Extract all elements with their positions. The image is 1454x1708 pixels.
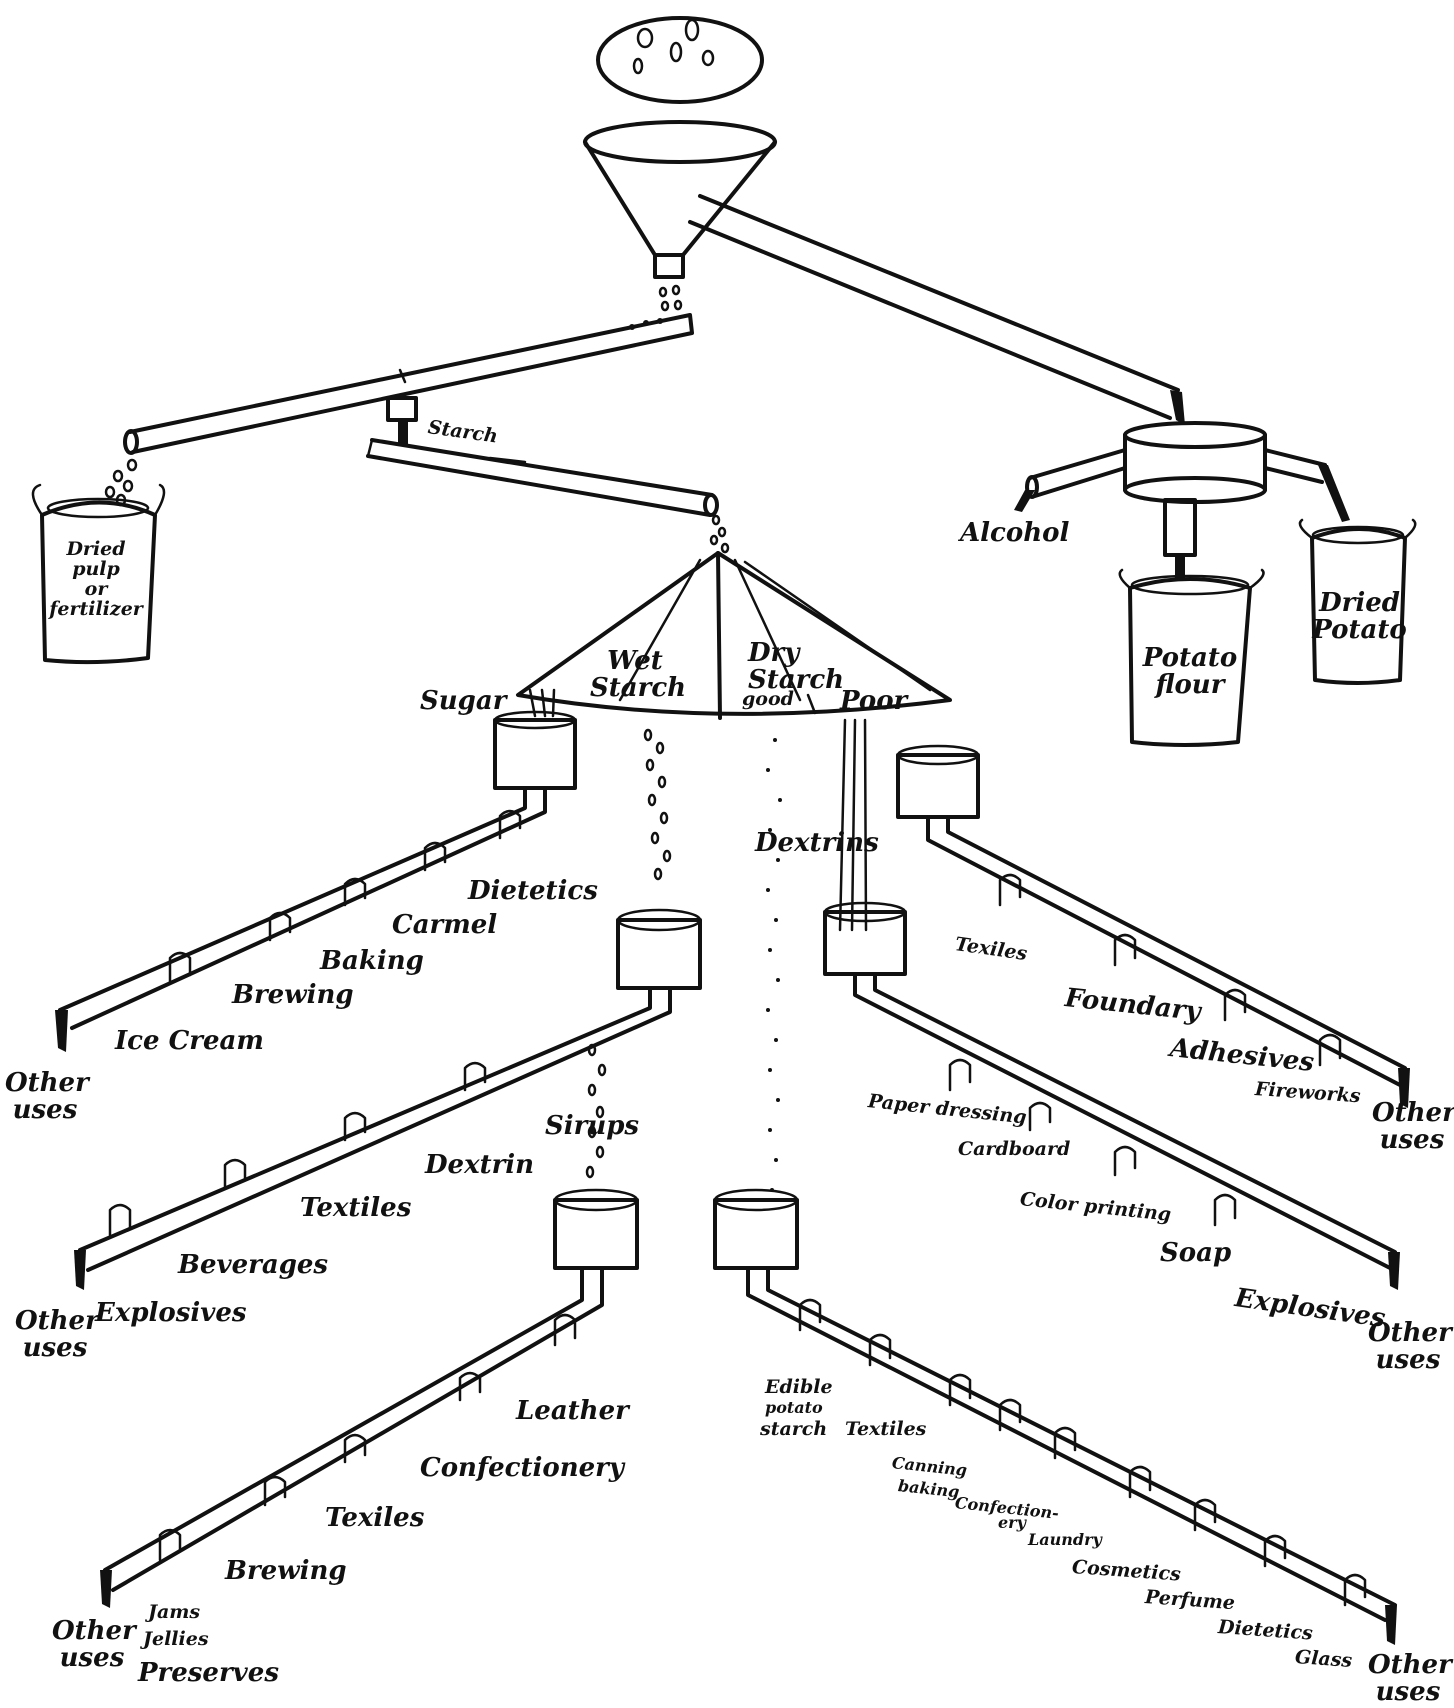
dried-pulp-bag-icon	[31, 483, 166, 665]
dry-starch-line-1: Dry	[748, 638, 800, 668]
dextrin-pipe	[823, 901, 1400, 1290]
branch-stubs	[108, 809, 1367, 1607]
dried-pulp-line-4: fertilizer	[49, 597, 143, 620]
other-line-4: Other	[1368, 1318, 1452, 1348]
dried-pulp-line-1: Dried	[66, 538, 126, 560]
other-line-2: Other	[15, 1306, 99, 1336]
starch-chute	[366, 396, 719, 517]
sugar-use-dietetics: Dietetics	[468, 876, 598, 906]
wet-use-beverages: Beverages	[178, 1250, 329, 1280]
sirup-use-brewing: Brewing	[225, 1556, 347, 1586]
uses-line-3: uses	[59, 1643, 125, 1674]
potato-flour-line-1: Potato	[1142, 643, 1238, 673]
poor-starch-pipe	[896, 744, 1410, 1108]
edible-use-edible: Edible	[765, 1376, 833, 1398]
pipe-to-processor	[688, 194, 1185, 425]
sirup-other-uses: Other uses	[52, 1616, 136, 1674]
uses-line-5: uses	[1379, 1125, 1445, 1156]
dried-pulp-line-2: pulp	[72, 557, 120, 580]
dextrins-label: Dextrins	[755, 828, 879, 858]
other-line-1: Other	[5, 1068, 89, 1098]
dried-pulp-line-3: or	[84, 577, 108, 600]
funnel-icon	[583, 120, 777, 279]
dried-potato-line-2: Potato	[1312, 615, 1407, 646]
sugar-use-baking: Baking	[320, 946, 424, 976]
sirup-drops	[585, 1043, 607, 1179]
dried-potato-label: Dried Potato	[1312, 588, 1407, 646]
wet-use-dextrin: Dextrin	[425, 1150, 535, 1180]
potato-icon	[596, 16, 764, 104]
edible-use-laundry: Laundry	[1028, 1530, 1102, 1549]
sugar-label: Sugar	[420, 686, 507, 716]
edible-use-potato: potato	[765, 1398, 823, 1417]
falling-potatoes	[658, 284, 683, 312]
sugar-pipe	[55, 688, 577, 1052]
dextrin-other-uses: Other uses	[1368, 1318, 1452, 1376]
dried-pulp-label: Dried pulp or fertilizer	[46, 538, 146, 620]
dry-starch-line-2: Starch	[748, 665, 845, 696]
dried-potato-line-1: Dried	[1319, 588, 1400, 618]
sugar-use-ice-cream: Ice Cream	[115, 1026, 264, 1056]
dextrin-use-cardboard: Cardboard	[958, 1138, 1071, 1160]
wet-starch-line-2: Starch	[590, 673, 687, 704]
dextrin-use-soap: Soap	[1160, 1238, 1232, 1268]
sirup-use-jellies: Jellies	[143, 1628, 209, 1650]
edible-use-starch: starch	[760, 1418, 828, 1440]
good-label: good	[742, 688, 794, 710]
sugar-use-carmel: Carmel	[392, 910, 498, 940]
other-line-6: Other	[1368, 1650, 1452, 1680]
sirup-use-leather: Leather	[516, 1396, 629, 1426]
sirup-use-confectionery: Confectionery	[420, 1453, 624, 1483]
potato-flour-bag-icon	[1118, 568, 1265, 747]
wet-starch-label: Wet Starch	[590, 646, 687, 704]
other-line-5: Other	[1372, 1098, 1454, 1128]
uses-line-2: uses	[22, 1333, 88, 1364]
poor-starch-streams	[838, 718, 868, 932]
sirups-label: Sirups	[545, 1111, 640, 1141]
starch-drips	[709, 514, 730, 554]
alcohol-label: Alcohol	[960, 518, 1070, 548]
uses-line-6: uses	[1375, 1677, 1441, 1708]
sirup-pipe	[100, 1188, 639, 1608]
dextrin-dust	[766, 738, 782, 1192]
edible-use-glass: Glass	[1294, 1646, 1353, 1672]
other-line-3: Other	[52, 1616, 136, 1646]
wet-starch-drops	[643, 728, 672, 881]
dried-potato-bag-icon	[1298, 518, 1417, 685]
wet-use-textiles: Textiles	[300, 1193, 412, 1223]
processor-box	[1014, 421, 1350, 580]
edible-starch-pipe	[713, 1188, 1397, 1645]
edible-other-uses: Other uses	[1368, 1650, 1452, 1708]
dry-starch-label: Dry Starch	[748, 638, 845, 696]
wet-starch-line-1: Wet	[607, 646, 663, 676]
uses-line-4: uses	[1375, 1345, 1441, 1376]
poor-label: Poor	[840, 686, 908, 716]
sirup-use-texiles: Texiles	[325, 1503, 425, 1533]
edible-use-textiles: Textiles	[845, 1418, 927, 1440]
edible-use-ery: ery	[998, 1513, 1026, 1532]
wet-use-explosives: Explosives	[95, 1298, 247, 1328]
wet-starch-pipe	[74, 908, 702, 1290]
potato-flour-line-2: flour	[1155, 670, 1225, 701]
washer-chute	[123, 313, 694, 455]
uses-line-1: uses	[12, 1095, 78, 1126]
starch-separator-cone	[516, 551, 952, 720]
sirup-use-jams: Jams	[148, 1601, 201, 1623]
sugar-use-brewing: Brewing	[232, 980, 354, 1010]
potato-flour-label: Potato flour	[1135, 643, 1245, 701]
sirup-use-preserves: Preserves	[138, 1658, 279, 1688]
poor-other-uses: Other uses	[1372, 1098, 1454, 1156]
sugar-other-uses: Other uses	[5, 1068, 89, 1126]
wet-other-uses: Other uses	[15, 1306, 99, 1364]
